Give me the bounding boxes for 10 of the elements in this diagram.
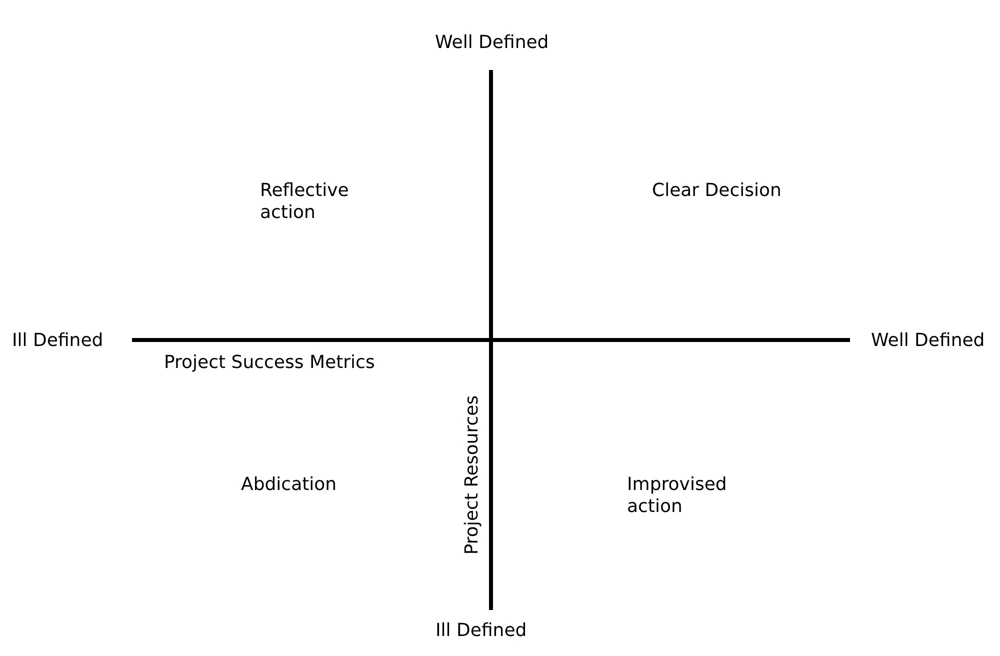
axis-end-label: Well Defined bbox=[871, 330, 985, 352]
axis-end-label: Ill Defined bbox=[436, 620, 527, 642]
axis-title: Project Success Metrics bbox=[164, 352, 375, 374]
axis-end-label: Ill Defined bbox=[12, 330, 104, 352]
quadrant-label: Clear Decision bbox=[652, 180, 782, 202]
quadrant-label: Reflective action bbox=[260, 180, 350, 224]
axis-title: Project Resources bbox=[461, 395, 484, 555]
quadrant-label: Abdication bbox=[241, 474, 337, 496]
quadrant-label: Improvised action bbox=[627, 474, 728, 518]
axis-end-label: Well Defined bbox=[435, 32, 549, 54]
